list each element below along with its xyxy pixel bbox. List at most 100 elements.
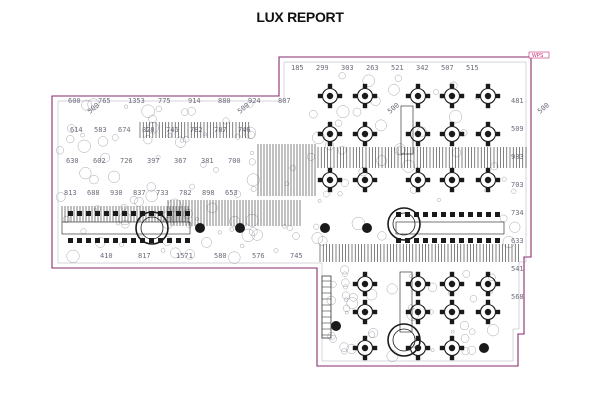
plant-circle xyxy=(362,74,375,87)
lux-value: 600 xyxy=(68,97,81,105)
plant-circle xyxy=(368,331,376,338)
lux-value: 299 xyxy=(316,64,329,72)
chair-mark xyxy=(485,167,491,173)
chair-mark xyxy=(441,212,446,217)
chair-mark xyxy=(68,238,73,243)
plant-circle xyxy=(376,155,387,166)
plant-circle xyxy=(292,232,300,240)
lux-value: 367 xyxy=(174,157,187,165)
chair-mark xyxy=(449,299,455,305)
plant-circle xyxy=(243,126,256,139)
plant-circle xyxy=(329,335,337,343)
chair-mark xyxy=(140,238,145,243)
luminaire-ring xyxy=(479,171,497,189)
round-table xyxy=(387,207,421,241)
plant-circle xyxy=(79,167,92,180)
chair-mark xyxy=(425,177,431,183)
luminaire xyxy=(484,92,492,100)
plant-circle xyxy=(246,173,260,187)
plant-circle xyxy=(462,270,470,278)
chair-mark xyxy=(459,131,465,137)
plant-circle xyxy=(67,124,76,133)
luminaire-ring xyxy=(409,339,427,357)
plant-circle xyxy=(317,236,328,246)
luminaire xyxy=(361,92,369,100)
plant-circle xyxy=(287,225,293,232)
chair-mark xyxy=(167,238,172,243)
plant-circle xyxy=(179,138,185,143)
luminaire xyxy=(361,130,369,138)
plant-circle xyxy=(395,145,405,155)
chair-mark xyxy=(95,211,100,216)
chair-mark xyxy=(131,211,136,216)
chair-mark xyxy=(495,238,500,243)
chair-mark xyxy=(459,177,465,183)
chair-mark xyxy=(405,93,411,99)
chair-mark xyxy=(425,131,431,137)
chair-mark xyxy=(441,238,446,243)
plant-circle xyxy=(273,248,279,253)
chair-mark xyxy=(352,309,358,315)
plant-circle xyxy=(467,345,477,355)
chair-mark xyxy=(396,238,401,243)
plant-circle xyxy=(233,190,241,198)
chair-mark xyxy=(475,281,481,287)
chair-mark xyxy=(185,211,190,216)
lux-value: 930 xyxy=(110,189,123,197)
plant-circle xyxy=(336,105,350,119)
plant-circle xyxy=(449,81,458,90)
plant-circle xyxy=(217,230,222,235)
chair-mark xyxy=(485,83,491,89)
chair-mark xyxy=(485,103,491,109)
plant-circle xyxy=(228,251,241,264)
lux-value: 583 xyxy=(94,126,107,134)
plant-circle xyxy=(313,223,320,230)
lux-value: 837 xyxy=(133,189,146,197)
lux-value: 726 xyxy=(120,157,133,165)
luminaire xyxy=(361,344,369,352)
chair-mark xyxy=(485,319,491,325)
luminaire-ring xyxy=(321,125,339,143)
chair-mark xyxy=(415,299,421,305)
luminaire-ring xyxy=(321,171,339,189)
plant-circle xyxy=(433,89,439,95)
luminaire xyxy=(361,280,369,288)
chair-mark xyxy=(327,103,333,109)
lux-value: 602 xyxy=(93,157,106,165)
plant-circle xyxy=(251,229,263,241)
plant-circle xyxy=(501,176,507,182)
plant-circle xyxy=(461,347,470,356)
lux-value: 303 xyxy=(341,64,354,72)
lux-value: 633 xyxy=(511,237,524,245)
chair-mark xyxy=(405,131,411,137)
chair-mark xyxy=(425,345,431,351)
chair-mark xyxy=(140,211,145,216)
chair-mark xyxy=(495,212,500,217)
plant-circle xyxy=(375,119,387,132)
luminaire-ring xyxy=(479,125,497,143)
downlight xyxy=(362,223,372,233)
chair-mark xyxy=(449,121,455,127)
chair-mark xyxy=(362,319,368,325)
plant-circle xyxy=(175,136,187,148)
plant-circle xyxy=(338,72,346,80)
plant-circle xyxy=(111,134,119,141)
luminaire-ring xyxy=(356,87,374,105)
chair-mark xyxy=(362,103,368,109)
plant-circle xyxy=(342,291,350,300)
lux-value: 746 xyxy=(166,126,179,134)
chair-mark xyxy=(86,211,91,216)
chair-mark xyxy=(425,93,431,99)
chair-mark xyxy=(327,167,333,173)
plant-circle xyxy=(344,310,349,315)
lux-value: 983 xyxy=(511,153,524,161)
chair-mark xyxy=(362,167,368,173)
chair-mark xyxy=(449,355,455,361)
chair-mark xyxy=(485,141,491,147)
chair-mark xyxy=(362,141,368,147)
chair-mark xyxy=(372,281,378,287)
chair-mark xyxy=(362,121,368,127)
plant-circle xyxy=(56,146,64,155)
plant-circle xyxy=(170,247,181,259)
chair-mark xyxy=(485,187,491,193)
